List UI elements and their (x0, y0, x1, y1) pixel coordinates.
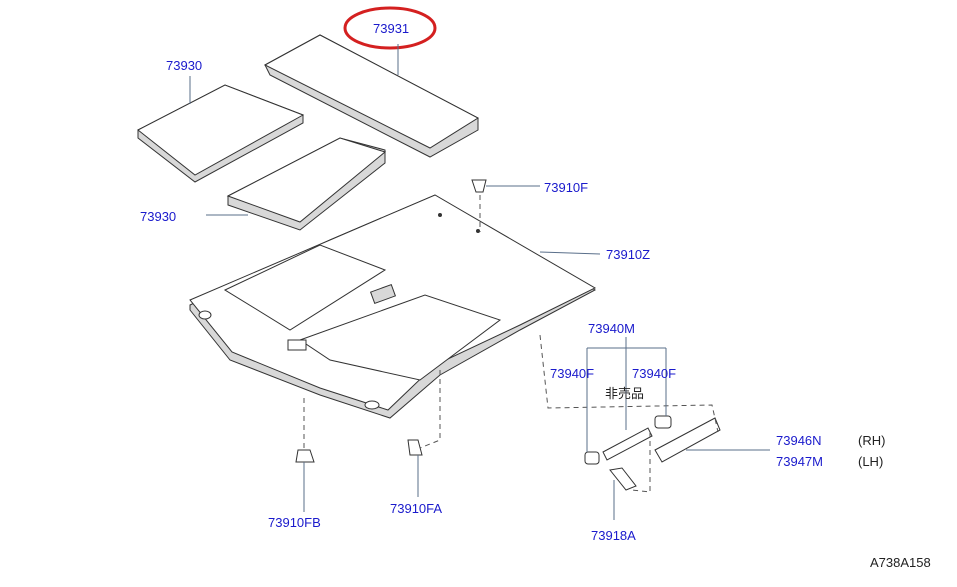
callout-73947M[interactable]: 73947M (776, 454, 823, 469)
callout-73910Z[interactable]: 73910Z (606, 247, 650, 262)
part-73910FB-clip[interactable] (295, 449, 315, 463)
callout-73940F-a[interactable]: 73940F (550, 366, 594, 381)
callout-73931[interactable]: 73931 (373, 21, 409, 36)
part-73930-pad-a[interactable] (137, 84, 305, 183)
callout-73910FB[interactable]: 73910FB (268, 515, 321, 530)
side-lh: (LH) (858, 454, 883, 469)
highlight-circle (343, 6, 437, 50)
callout-73910F[interactable]: 73910F (544, 180, 588, 195)
part-assist-grip-assembly[interactable] (584, 415, 721, 491)
not-sold-note: 非売品 (605, 386, 644, 401)
side-rh: (RH) (858, 433, 885, 448)
callout-73940M[interactable]: 73940M (588, 321, 635, 336)
callout-73946N[interactable]: 73946N (776, 433, 822, 448)
figure-id: A738A158 (870, 555, 931, 570)
callout-73930-b[interactable]: 73930 (140, 209, 176, 224)
part-73930-pad-b[interactable] (226, 137, 387, 231)
callout-73910FA[interactable]: 73910FA (390, 501, 442, 516)
part-73910Z-headlining[interactable] (189, 194, 597, 419)
part-73910FA-clip[interactable] (407, 439, 423, 456)
callout-73940F-b[interactable]: 73940F (632, 366, 676, 381)
part-73910F-clip[interactable] (471, 179, 487, 193)
callout-73918A[interactable]: 73918A (591, 528, 636, 543)
part-73931-pad[interactable] (263, 34, 480, 158)
callout-73930-a[interactable]: 73930 (166, 58, 202, 73)
